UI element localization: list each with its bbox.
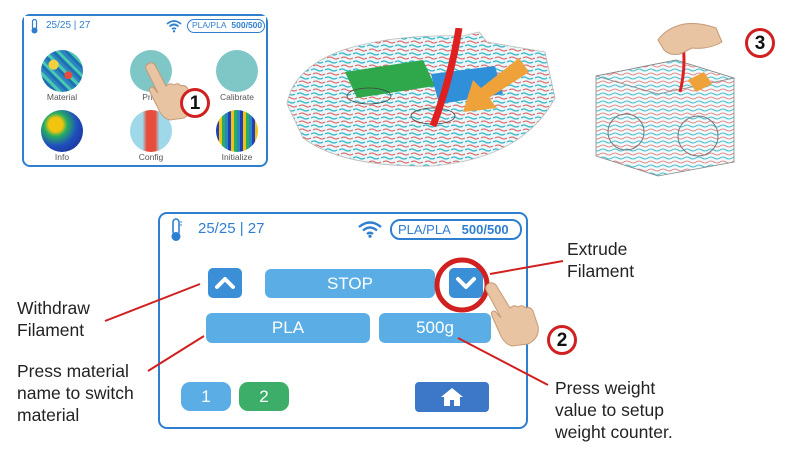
small-touchscreen: 25/25 | 27 PLA/PLA 500/500 Material Prin…: [22, 14, 268, 167]
menu-initialize[interactable]: Initialize: [208, 110, 266, 162]
menu-label: Calibrate: [219, 92, 255, 102]
material-status-pill: PLA/PLA 500/500: [187, 19, 265, 33]
extruder-illustration: [595, 23, 736, 177]
wifi-icon: [358, 221, 382, 238]
menu-label: Material: [46, 92, 78, 102]
material-status: PLA/PLA: [192, 20, 227, 30]
withdraw-filament-callout: Withdraw Filament: [17, 298, 90, 340]
material-status-pill: PLA/PLA 500/500: [390, 219, 522, 240]
material-icon: [41, 50, 83, 92]
press-material-callout: Press material name to switch material: [17, 361, 134, 425]
step-badge-2: 2: [547, 325, 577, 355]
info-icon: [41, 110, 83, 152]
temperature-readout: 25/25 | 27: [46, 20, 91, 31]
extrude-filament-callout: Extrude Filament: [567, 239, 635, 281]
chevron-up-icon: [215, 277, 235, 289]
status-bar: 25/25 | 27 PLA/PLA 500/500: [24, 16, 266, 37]
print-bed-illustration: [286, 28, 556, 167]
menu-label: Initialize: [221, 152, 253, 162]
hand-pointer-icon: [485, 282, 539, 347]
extrude-filament-button[interactable]: [449, 268, 483, 298]
material-status: PLA/PLA: [398, 222, 451, 237]
menu-calibrate[interactable]: Calibrate: [208, 50, 266, 102]
stop-button[interactable]: STOP: [265, 269, 435, 298]
home-button[interactable]: [415, 382, 489, 412]
thermometer-icon: [171, 218, 182, 241]
step-badge-3: 3: [745, 28, 775, 58]
menu-material[interactable]: Material: [33, 50, 91, 102]
menu-label: Print: [142, 92, 160, 102]
weight-counter-button[interactable]: 500g: [379, 313, 491, 343]
extruder-1-button[interactable]: 1: [181, 382, 231, 411]
withdraw-filament-button[interactable]: [208, 268, 242, 298]
weight-status: 500/500: [231, 20, 263, 30]
wifi-icon: [166, 20, 182, 33]
chevron-down-icon: [456, 277, 476, 289]
press-weight-callout: Press weight value to setup weight count…: [555, 378, 673, 442]
large-touchscreen: 25/25 | 27 PLA/PLA 500/500 STOP PLA 500g…: [158, 212, 528, 429]
menu-label: Config: [138, 152, 164, 162]
temperature-readout: 25/25 | 27: [198, 220, 265, 237]
extruder-2-button[interactable]: 2: [239, 382, 289, 411]
weight-status: 500/500: [461, 222, 509, 237]
status-bar: 25/25 | 27 PLA/PLA 500/500: [160, 214, 526, 244]
menu-label: Info: [54, 152, 70, 162]
menu-info[interactable]: Info: [33, 110, 91, 162]
thermometer-icon: [31, 19, 38, 34]
initialize-icon: [216, 110, 258, 152]
calibrate-icon: [216, 50, 258, 92]
home-icon: [441, 388, 463, 406]
step-badge-1: 1: [180, 88, 210, 118]
material-name-button[interactable]: PLA: [206, 313, 370, 343]
